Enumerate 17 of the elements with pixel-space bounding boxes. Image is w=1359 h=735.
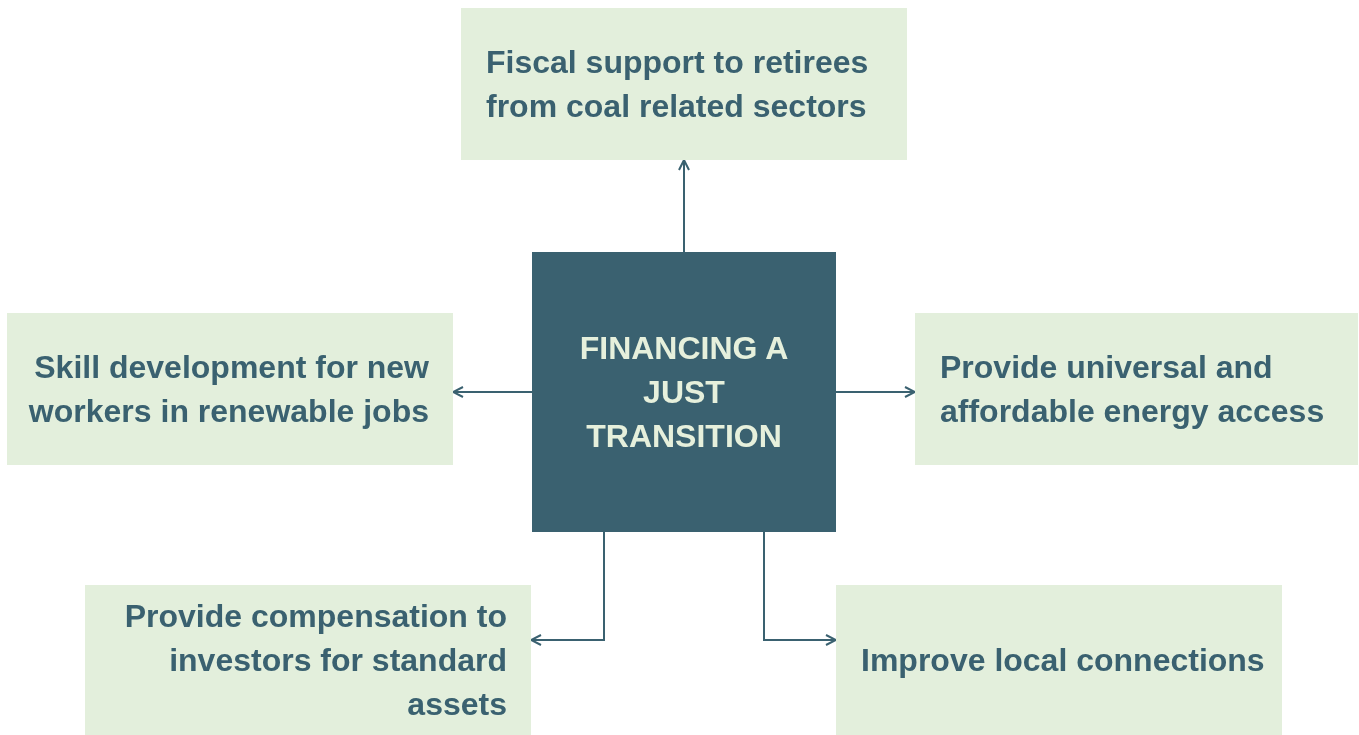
arrow xyxy=(835,386,916,398)
outcome-box xyxy=(7,313,453,465)
central-title: FINANCING A JUST TRANSITION xyxy=(578,329,790,456)
arrow xyxy=(678,159,690,253)
outcome-box xyxy=(461,8,907,160)
outcome-text: Skill development for new workers in renewable jobs xyxy=(27,348,429,431)
outcome-box xyxy=(85,585,531,735)
arrow xyxy=(763,531,837,646)
outcome-text: Provide universal and affordable energy access xyxy=(940,348,1326,431)
arrow xyxy=(530,531,605,646)
outcome-box xyxy=(915,313,1358,465)
outcome-text: Provide compensation to investors for standard assets xyxy=(123,597,507,724)
outcome-text: Improve local connections xyxy=(861,641,1266,680)
central-box xyxy=(532,252,836,532)
arrow xyxy=(452,386,533,398)
outcome-text: Fiscal support to retirees from coal related sectors xyxy=(486,43,870,126)
outcome-box xyxy=(836,585,1282,735)
